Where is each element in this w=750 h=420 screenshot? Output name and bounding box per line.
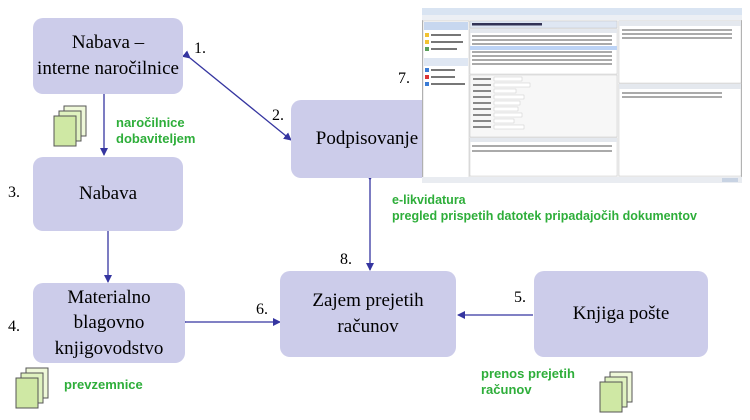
- label-narocilnice-dobaviteljem: naročilnice dobaviteljem: [116, 115, 196, 147]
- box-zajem-label: Zajem prejetih računov: [312, 290, 424, 337]
- box-nabava-interne-label: Nabava – interne naročilnice: [37, 32, 179, 79]
- step-number-5: 5.: [514, 289, 526, 306]
- box-materialno-blagovno-knjigovodstvo: Materialno blagovno knjigovodstvo: [33, 283, 185, 363]
- label-prevzemnice: prevzemnice: [64, 377, 143, 392]
- step-number-4: 4.: [8, 318, 20, 335]
- document-stack-icon: [599, 371, 633, 413]
- step-number-2: 2.: [272, 107, 284, 124]
- step-number-6: 6.: [256, 301, 268, 318]
- step-number-3: 3.: [8, 184, 20, 201]
- box-podpisovanje-label: Podpisovanje: [315, 128, 419, 150]
- box-nabava: Nabava: [33, 157, 183, 231]
- box-podpisovanje: Podpisovanje: [291, 100, 443, 178]
- step-number-8: 8.: [340, 251, 352, 268]
- step-number-7: 7.: [398, 70, 410, 87]
- document-stack-icon: [53, 105, 87, 147]
- box-knjiga-label: Knjiga pošte: [572, 303, 670, 325]
- box-knjiga-poste: Knjiga pošte: [534, 271, 708, 357]
- box-zajem-prejetih-racunov: Zajem prejetih računov: [280, 271, 456, 357]
- document-stack-icon: [15, 367, 49, 409]
- label-e-likvidatura: e-likvidatura pregled prispetih datotek …: [392, 193, 697, 223]
- arrow-nabava-interne-podpisovanje: [182, 50, 292, 141]
- application-screenshot: [422, 8, 742, 183]
- box-nabava-interne-narocilnice: Nabava – interne naročilnice: [33, 18, 183, 94]
- box-materialno-label: Materialno blagovno knjigovodstvo: [54, 286, 164, 359]
- step-number-1: 1.: [194, 40, 206, 57]
- box-nabava-label: Nabava: [78, 183, 138, 205]
- label-prenos-prejetih-racunov: prenos prejetih računov: [481, 366, 575, 398]
